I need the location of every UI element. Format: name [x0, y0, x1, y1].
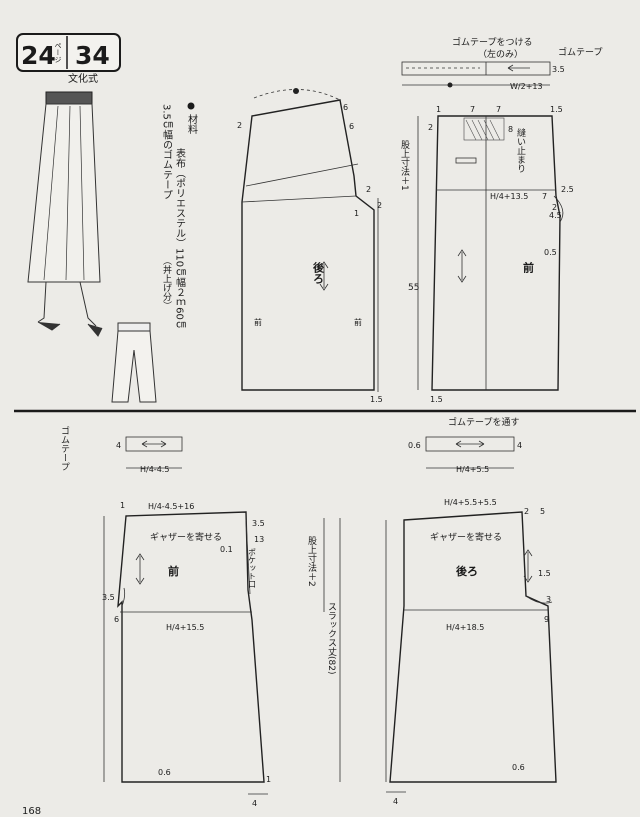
- top-back-dim-topleft: 2: [237, 121, 242, 130]
- band-note-1: ゴムテープをつける: [452, 36, 532, 48]
- front-dim-crotcha: 3.5: [102, 593, 115, 602]
- top-back-side-right: 前: [354, 317, 362, 327]
- dim-8: 8: [508, 125, 513, 134]
- dim-1: 1: [436, 105, 441, 114]
- front-dim-righttop: 3.5: [252, 519, 265, 528]
- top-front-length: 55: [408, 283, 419, 293]
- dim-2b: 2: [552, 203, 557, 212]
- top-front-piece: 股上寸法＋1 55 前 縫い止まり H/4+13.5 7 7 2 1 1.5 8…: [399, 105, 574, 404]
- front-dim-topleft: 1: [120, 501, 125, 510]
- materials-note: （丼上げ分）: [161, 256, 172, 310]
- top-back-dim-topright: 6: [343, 103, 348, 112]
- materials-tape: 3.5㎝幅のゴムテープ: [161, 104, 173, 200]
- center-rise-label: 股上寸法＋2: [306, 536, 317, 587]
- front-gather: ギャザーを寄せる: [150, 531, 222, 543]
- back-label: 後ろ: [456, 564, 478, 578]
- materials-block: 材料 表布（ポリエステル）110㎝幅２ｍ60㎝ 3.5㎝幅のゴムテープ （丼上げ…: [161, 102, 198, 330]
- tape-through-note: ゴムテープを通す: [448, 416, 519, 428]
- front-dim-hemright: 1: [266, 775, 271, 784]
- back-dim-heminset: 0.6: [512, 763, 525, 772]
- front-waist-formula: H/4-4.5+16: [148, 502, 194, 511]
- dim-hem-front-top: 1.5: [430, 395, 443, 404]
- band-tape-label: ゴムテープ: [558, 46, 602, 58]
- pocket-label: ポケット口: [248, 548, 257, 588]
- stitch-stop-label: 縫い止まり: [515, 127, 526, 173]
- top-back-dim-hem: 1.5: [370, 395, 383, 404]
- center-length-label: スラックス丈(82): [326, 602, 337, 674]
- hip-formula-top: H/4+13.5: [490, 192, 528, 201]
- top-back-dim-side: 1: [354, 209, 359, 218]
- top-back-dim-hipb: 2: [377, 201, 382, 210]
- front-waist-tape: ゴムテープ 4 H/4-4.5: [59, 425, 183, 474]
- page-unit: ページ: [54, 42, 62, 63]
- center-measures: 股上寸法＋2 スラックス丈(82): [306, 518, 341, 782]
- page-badge: 24 ページ 34: [16, 33, 121, 72]
- top-back-dim-hipa: 2: [366, 185, 371, 194]
- dim-45: 4.5: [549, 211, 562, 220]
- materials-title: 材料: [186, 113, 198, 135]
- footer-page-number: 168: [22, 806, 41, 817]
- front-label: 前: [168, 564, 179, 578]
- band-length: W/2+13: [510, 82, 543, 91]
- dim-7a: 7: [470, 105, 475, 114]
- top-front-label: 前: [522, 261, 535, 274]
- top-front-rise: 股上寸法＋1: [399, 140, 410, 191]
- publisher-label: 文化式: [68, 72, 98, 85]
- back-dim-side: 1.5: [538, 569, 551, 578]
- model-illustration: [27, 91, 103, 337]
- back-gather: ギャザーを寄せる: [430, 531, 502, 543]
- back-dim-topright: 2: [524, 507, 529, 516]
- tape-formula-right: H/4+5.5: [456, 465, 489, 474]
- materials-fabric: 表布（ポリエステル）110㎝幅２ｍ60㎝: [174, 147, 186, 330]
- back-waist-tape: ゴムテープを通す 0.6 4 H/4+5.5: [408, 416, 522, 474]
- back-dim-crotcha: 3: [546, 595, 551, 604]
- tape-side-label: ゴムテープ: [59, 425, 70, 471]
- front-dim-pocketlen: 13: [254, 535, 264, 544]
- pants-thumbnail: [111, 322, 157, 403]
- dim-25: 2.5: [561, 185, 574, 194]
- front-dim-pocketoff: 0.1: [220, 545, 233, 554]
- dim-2: 2: [428, 123, 433, 132]
- top-back-side-left: 前: [254, 317, 262, 327]
- band-note-2: （左のみ）: [478, 48, 523, 60]
- tape-height-left: 4: [116, 441, 121, 450]
- back-waist-formula: H/4+5.5+5.5: [444, 498, 497, 507]
- tape-left-dim: 0.6: [408, 441, 421, 450]
- dim-15: 1.5: [550, 105, 563, 114]
- top-back-piece: 後ろ 前 前 2 6 6 2 2 1 1.5: [237, 88, 383, 404]
- front-dim-crotchb: 6: [114, 615, 119, 624]
- back-piece: H/4+5.5+5.5 ギャザーを寄せる 後ろ H/4+18.5 2 5 1.5…: [385, 498, 557, 806]
- page-number: 24: [21, 41, 56, 70]
- band-height: 3.5: [552, 65, 565, 74]
- tape-height-right: 4: [517, 441, 522, 450]
- top-band: ゴムテープをつける （左のみ） ゴムテープ 3.5 W/2+13: [401, 36, 602, 91]
- back-dim-crotchb: 9: [544, 615, 549, 624]
- front-hip-formula: H/4+15.5: [166, 623, 204, 632]
- top-back-dim-upperright: 6: [349, 122, 354, 131]
- back-dim-hemwidth: 4: [393, 797, 398, 806]
- back-hip-formula: H/4+18.5: [446, 623, 484, 632]
- dim-05: 0.5: [544, 248, 557, 257]
- back-dim-toprightb: 5: [540, 507, 545, 516]
- front-dim-heminset: 0.6: [158, 768, 171, 777]
- front-piece: H/4-4.5+16 ギャザーを寄せる 前 ポケット口 H/4+15.5 1 3…: [102, 501, 271, 808]
- dim-7c: 7: [542, 192, 547, 201]
- dim-7b: 7: [496, 105, 501, 114]
- front-dim-hemwidth: 4: [252, 799, 257, 808]
- item-number: 34: [75, 41, 110, 70]
- tape-formula-left: H/4-4.5: [140, 465, 169, 474]
